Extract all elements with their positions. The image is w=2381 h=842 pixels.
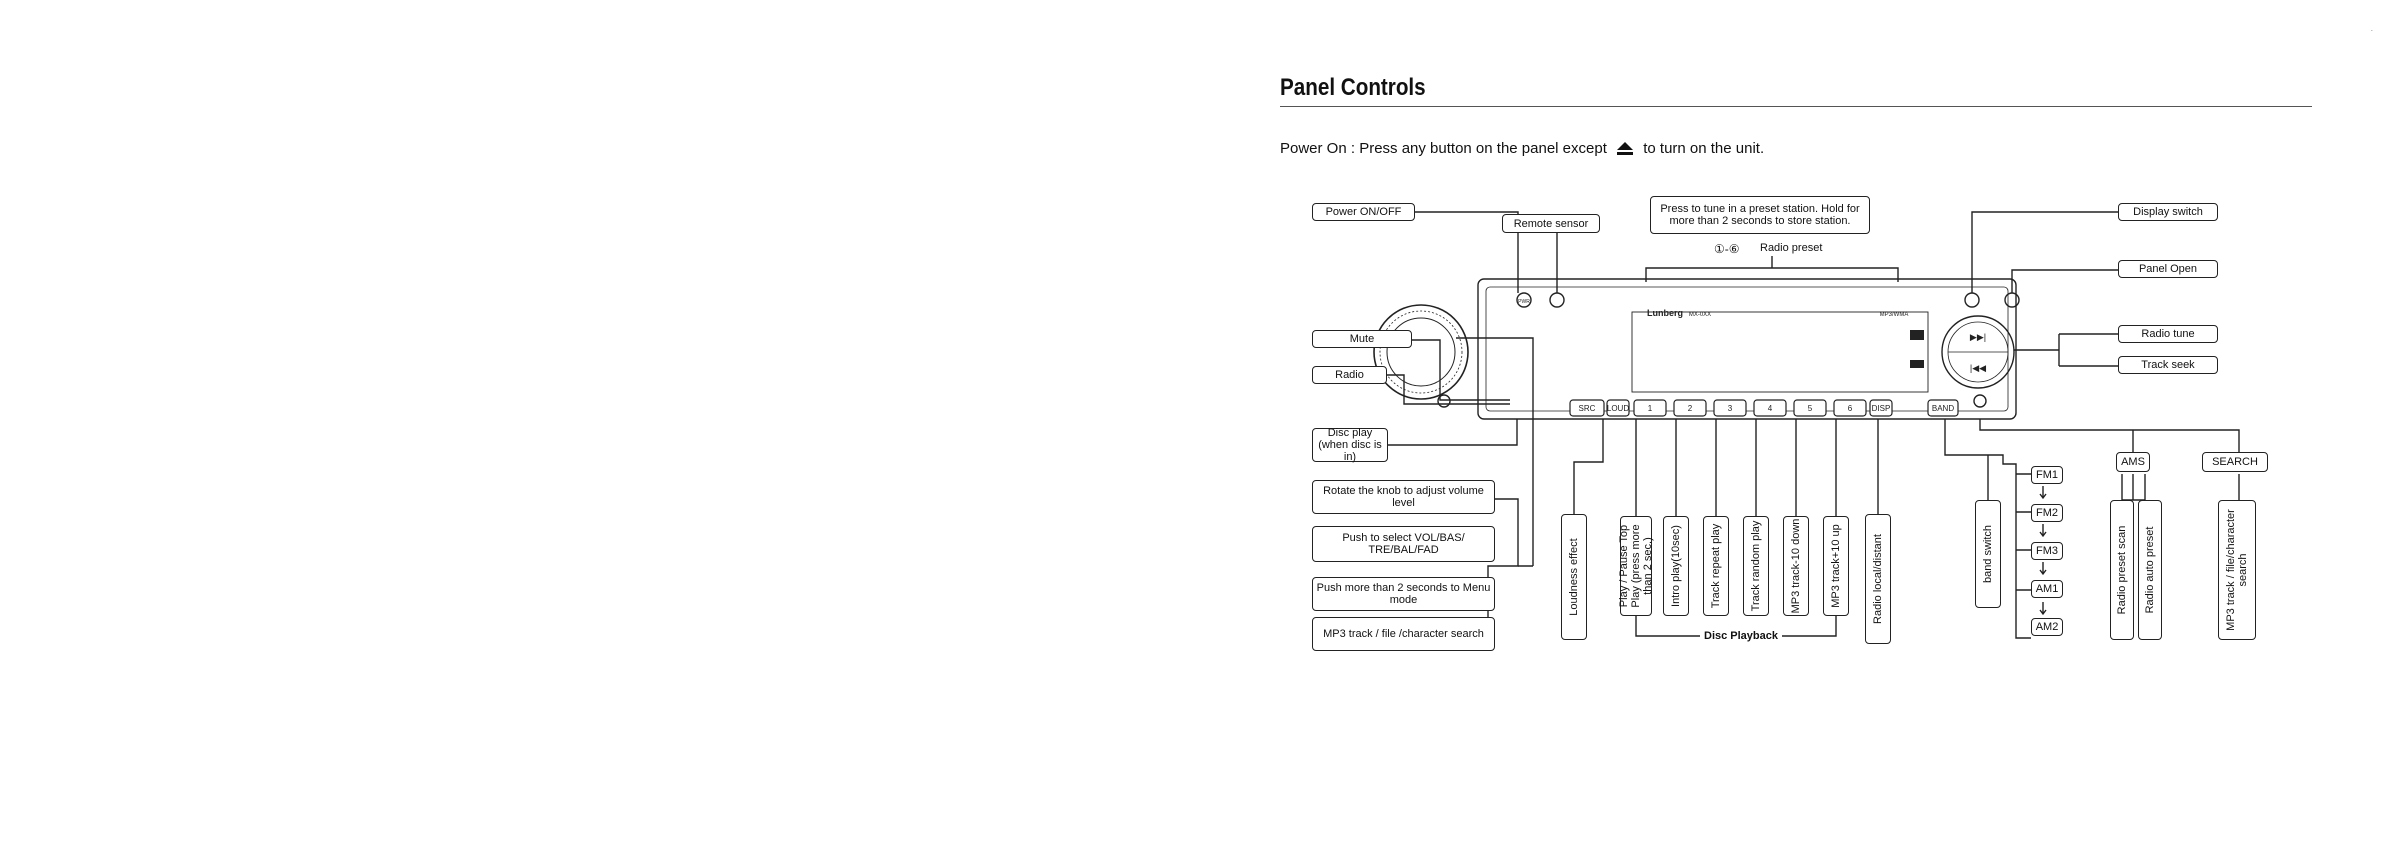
callout-preset-scan: Radio preset scan bbox=[2110, 500, 2134, 640]
svg-text:DISP: DISP bbox=[1872, 404, 1891, 413]
callout-remote-sensor: Remote sensor bbox=[1502, 214, 1600, 233]
callout-mp3-search: MP3 track / file/character search bbox=[2218, 500, 2256, 640]
band-am1: AM1 bbox=[2031, 580, 2063, 598]
band-switch-label: band switch bbox=[1982, 524, 1994, 584]
callout-track-random: Track random play bbox=[1743, 516, 1769, 616]
band-fm1: FM1 bbox=[2031, 466, 2063, 484]
band-am2: AM2 bbox=[2031, 618, 2063, 636]
callout-panel-open: Panel Open bbox=[2118, 260, 2218, 278]
svg-text:1: 1 bbox=[1648, 404, 1653, 413]
callout-preset-note: Press to tune in a preset station. Hold … bbox=[1650, 196, 1870, 234]
svg-text:2: 2 bbox=[1688, 404, 1693, 413]
loudness-label: Loudness effect bbox=[1568, 538, 1580, 616]
faceplate-outline bbox=[1477, 278, 2017, 420]
svg-text:LOUD: LOUD bbox=[1607, 404, 1629, 413]
callout-knob-mp3-search: MP3 track / file /character search bbox=[1312, 617, 1495, 651]
callout-mp3-up: MP3 track+10 up bbox=[1823, 516, 1849, 616]
preset-scan-label: Radio preset scan bbox=[2116, 525, 2128, 615]
callout-display-switch: Display switch bbox=[2118, 203, 2218, 221]
callout-disc-play: Disc play (when disc is in) bbox=[1312, 427, 1388, 463]
play-pause-label: Play / Pause Top Play (press more than 2… bbox=[1618, 524, 1654, 608]
svg-text:3: 3 bbox=[1728, 404, 1733, 413]
track-random-label: Track random play bbox=[1750, 520, 1762, 612]
callout-track-repeat: Track repeat play bbox=[1703, 516, 1729, 616]
callout-knob-rotate: Rotate the knob to adjust volume level bbox=[1312, 480, 1495, 514]
callout-loudness-effect: Loudness effect bbox=[1561, 514, 1587, 640]
callout-knob-hold: Push more than 2 seconds to Menu mode bbox=[1312, 577, 1495, 611]
callout-radio: Radio bbox=[1312, 366, 1387, 384]
eject-icon bbox=[1615, 141, 1635, 159]
mp3-up-label: MP3 track+10 up bbox=[1830, 524, 1842, 608]
preset-range-label: ①-⑥ bbox=[1714, 242, 1740, 256]
callout-ams: AMS bbox=[2116, 452, 2150, 472]
callout-mp3-down: MP3 track-10 down bbox=[1783, 516, 1809, 616]
callout-band-switch: band switch bbox=[1975, 500, 2001, 608]
mp3-search-label: MP3 track / file/character search bbox=[2225, 509, 2249, 631]
callout-play-pause: Play / Pause Top Play (press more than 2… bbox=[1618, 516, 1654, 616]
preset-label: Radio preset bbox=[1760, 242, 1823, 254]
auto-preset-label: Radio auto preset bbox=[2144, 526, 2156, 614]
page-title: Panel Controls bbox=[1280, 74, 1426, 101]
svg-text:6: 6 bbox=[1848, 404, 1853, 413]
callout-radio-tune: Radio tune bbox=[2118, 325, 2218, 343]
callout-local-distant: Radio local/distant bbox=[1865, 514, 1891, 644]
svg-text:PWR: PWR bbox=[1518, 299, 1530, 305]
intro-play-label: Intro play(10sec) bbox=[1670, 525, 1682, 607]
volume-knob-outer bbox=[1373, 304, 1469, 400]
svg-text:4: 4 bbox=[1768, 404, 1773, 413]
mp3-down-label: MP3 track-10 down bbox=[1790, 518, 1802, 614]
intro-line: Power On : Press any button on the panel… bbox=[1280, 140, 1764, 159]
callout-mute: Mute bbox=[1312, 330, 1412, 348]
disc-playback-label: Disc Playback bbox=[1700, 630, 1782, 642]
svg-text:MX-0XX: MX-0XX bbox=[1689, 312, 1711, 318]
band-fm3: FM3 bbox=[2031, 542, 2063, 560]
svg-text:Lunberg: Lunberg bbox=[1647, 308, 1683, 318]
device-src-button: SRC bbox=[1579, 404, 1596, 413]
intro-text-before: Power On : Press any button on the panel… bbox=[1280, 140, 1607, 157]
callout-track-seek: Track seek bbox=[2118, 356, 2218, 374]
callout-power-onoff: Power ON/OFF bbox=[1312, 203, 1415, 221]
callout-auto-preset: Radio auto preset bbox=[2138, 500, 2162, 640]
intro-text-after: to turn on the unit. bbox=[1643, 140, 1765, 157]
callout-intro-play: Intro play(10sec) bbox=[1663, 516, 1689, 616]
callout-knob-push: Push to select VOL/BAS/ TRE/BAL/FAD bbox=[1312, 526, 1495, 562]
svg-text:▶▶|: ▶▶| bbox=[1970, 332, 1986, 342]
band-fm2: FM2 bbox=[2031, 504, 2063, 522]
title-divider bbox=[1280, 106, 2312, 107]
svg-text:BAND: BAND bbox=[1932, 404, 1954, 413]
local-distant-label: Radio local/distant bbox=[1872, 534, 1884, 624]
svg-text:5: 5 bbox=[1808, 404, 1813, 413]
svg-text:MP3/WMA: MP3/WMA bbox=[1880, 312, 1909, 318]
callout-search: SEARCH bbox=[2202, 452, 2268, 472]
corner-mark: . bbox=[2370, 24, 2373, 33]
svg-text:|◀◀: |◀◀ bbox=[1970, 363, 1986, 373]
track-repeat-label: Track repeat play bbox=[1710, 523, 1722, 609]
